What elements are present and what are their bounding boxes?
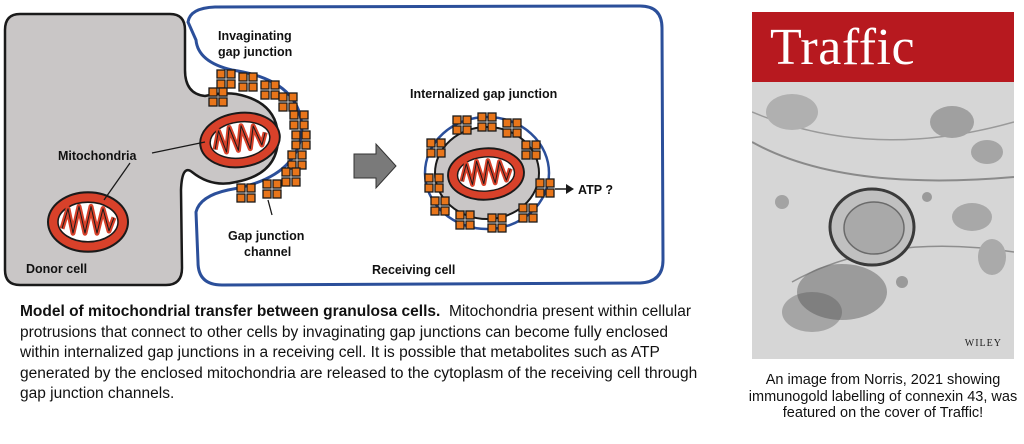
label-mitochondria: Mitochondria [58, 149, 138, 163]
caption-body: Mitochondria present within cellular pro… [20, 303, 698, 402]
label-gj-channel-1: Gap junction [228, 229, 304, 243]
label-invaginating-1: Invaginating [218, 29, 292, 43]
transition-arrow [353, 142, 397, 190]
label-invaginating-2: gap junction [218, 45, 292, 59]
label-donor-cell: Donor cell [26, 262, 87, 276]
donor-mitochondrion [48, 192, 128, 251]
label-gj-channel-2: channel [244, 245, 291, 259]
gap-junction-diagram: Invaginating gap junction Mitochondria D… [3, 4, 665, 287]
cover-title: Traffic [770, 19, 916, 76]
label-atp: ATP ? [578, 183, 613, 197]
journal-cover: Traffic WILEY [752, 12, 1014, 359]
cover-caption: An image from Norris, 2021 showing immun… [748, 372, 1018, 421]
caption-heading: Model of mitochondrial transfer between … [20, 303, 441, 320]
figure-caption: Model of mitochondrial transfer between … [20, 302, 710, 405]
receiving-cell-membrane [186, 4, 665, 287]
label-receiving-cell: Receiving cell [372, 263, 455, 277]
cover-publisher: WILEY [964, 338, 1002, 349]
cover-title-band: Traffic [752, 12, 1014, 82]
cover-micrograph [752, 82, 1014, 359]
label-internalized: Internalized gap junction [410, 87, 557, 101]
